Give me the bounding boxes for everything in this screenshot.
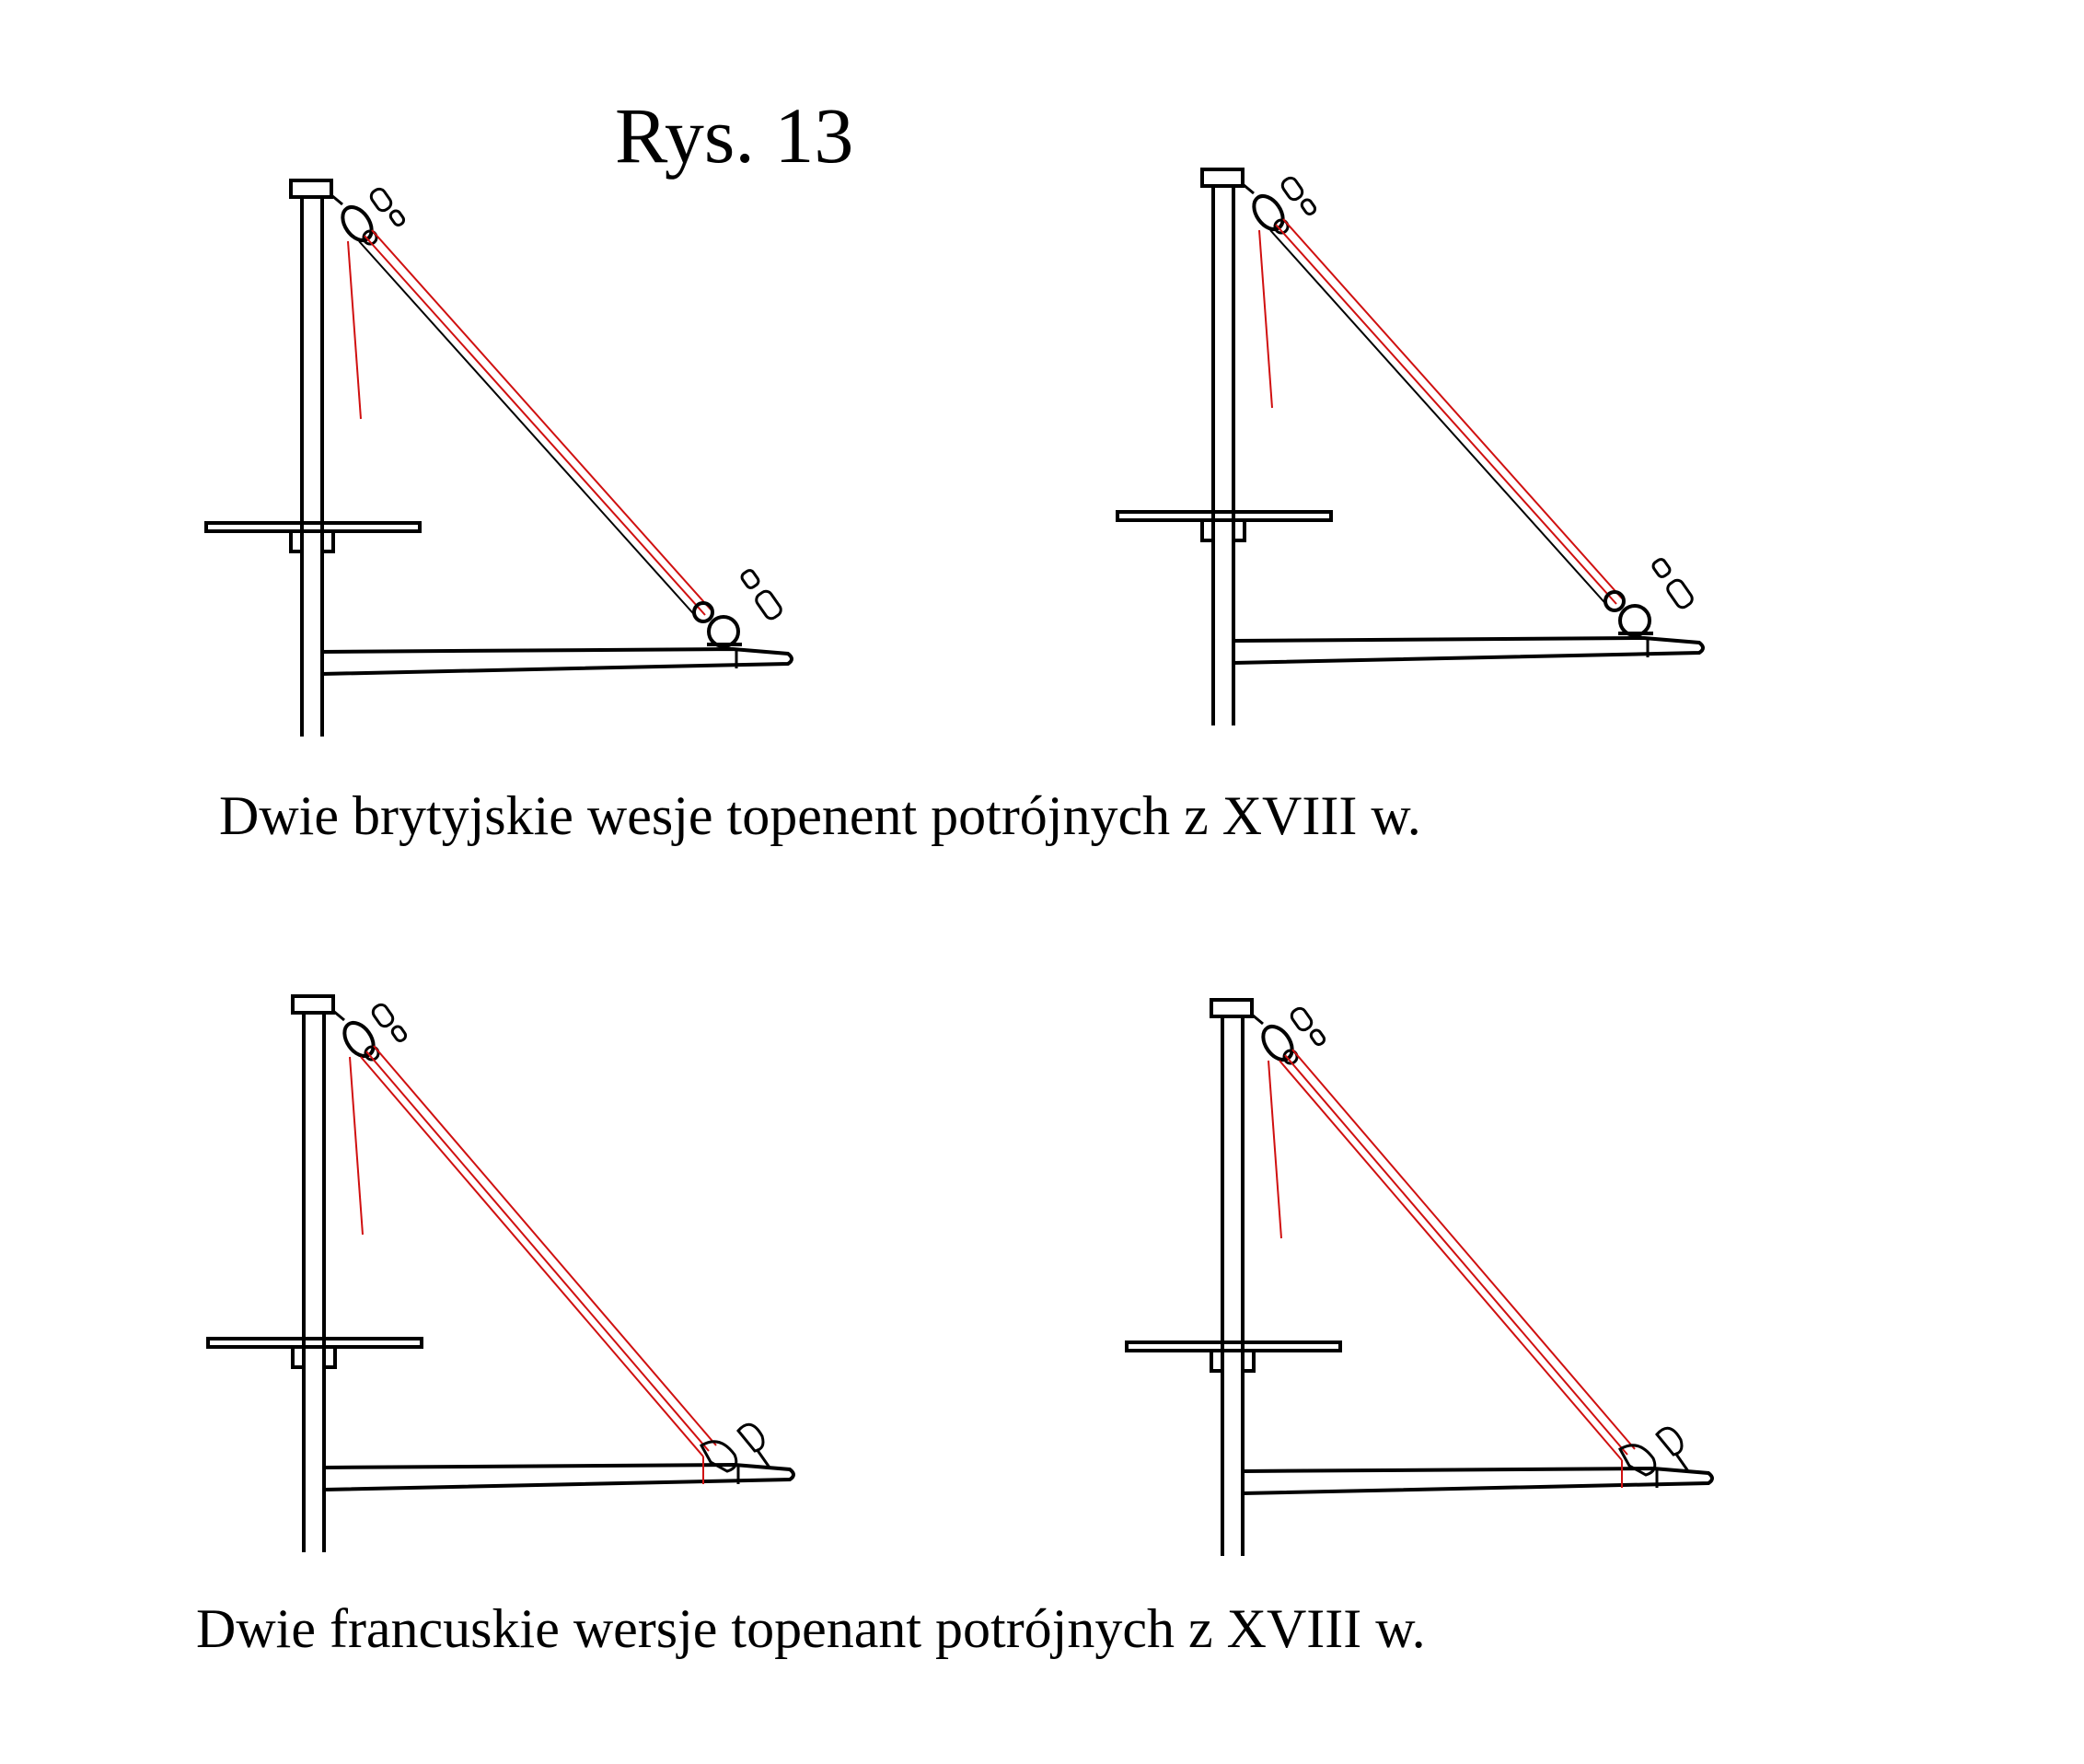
- yardarm-block-detail-small: [740, 569, 760, 589]
- shoulder-block-detail-pin: [1673, 1452, 1690, 1472]
- fall-rope: [349, 1056, 364, 1236]
- shoulder-block: [699, 1440, 738, 1473]
- fall-rope: [1268, 1060, 1282, 1239]
- yard: [1242, 1466, 1714, 1495]
- masthead-block-sheave: [1282, 1049, 1299, 1065]
- trestle-right: [322, 1345, 337, 1369]
- caption-french: Dwie francuskie wersje topenant potrójny…: [196, 1598, 1426, 1659]
- shoulder-block-detail: [736, 1422, 765, 1453]
- shoulder-block-detail-pin: [755, 1448, 771, 1468]
- yardarm-ring: [1618, 604, 1651, 637]
- topenant-panel-french-1: [206, 994, 795, 1552]
- trestle-left: [289, 529, 304, 553]
- topenant-rope: [364, 235, 706, 616]
- masthead-block: [342, 1020, 376, 1059]
- topenant-rope: [365, 1050, 710, 1452]
- masthead-block-detail-small: [1300, 198, 1317, 215]
- yardarm-block-detail: [755, 589, 782, 621]
- topenant-rope: [371, 229, 712, 610]
- mast-cap: [1210, 998, 1254, 1018]
- figure-title: Rys. 13: [615, 91, 854, 180]
- trestle-left: [1200, 518, 1215, 542]
- masthead-block-strop: [1251, 1013, 1264, 1026]
- topenant-rope: [373, 1045, 717, 1446]
- top-platform: [1125, 1340, 1342, 1352]
- yardarm-block: [1604, 590, 1626, 612]
- topenant-rope: [1284, 1054, 1628, 1456]
- fall-rope: [1258, 229, 1273, 409]
- mast-cap: [289, 179, 333, 199]
- fall-rope: [347, 240, 362, 420]
- trestle-right: [320, 529, 335, 553]
- yardarm-ring: [707, 615, 740, 648]
- caption-british: Dwie brytyjskie wesje topenent potrójnyc…: [219, 785, 1421, 846]
- trestle-left: [291, 1345, 306, 1369]
- masthead-block-strop: [1242, 182, 1255, 195]
- masthead-block-sheave: [1273, 218, 1290, 235]
- masthead-block: [1261, 1024, 1294, 1062]
- masthead-block-detail: [371, 1003, 395, 1028]
- topenant-rope: [1275, 224, 1617, 605]
- top-platform: [204, 521, 422, 533]
- trestle-right: [1241, 1349, 1256, 1373]
- masthead-block-sheave: [364, 1045, 380, 1062]
- masthead-block-detail: [1290, 1006, 1314, 1032]
- topenant-rope: [360, 1056, 704, 1457]
- mast-cap: [291, 994, 335, 1015]
- yard: [321, 646, 793, 676]
- shoulder-block-detail: [1655, 1426, 1684, 1456]
- masthead-block-strop: [332, 1009, 345, 1022]
- mast-cap: [1200, 168, 1245, 188]
- topenant-panel-french-2: [1125, 998, 1714, 1556]
- topenant-rope-black: [358, 240, 700, 621]
- topenant-panel-british-1: [204, 179, 793, 737]
- masthead-block-detail-small: [388, 209, 406, 226]
- topenant-rope-black: [1269, 229, 1612, 610]
- masthead-block: [1252, 193, 1285, 232]
- trestle-left: [1210, 1349, 1224, 1373]
- shoulder-block: [1617, 1444, 1657, 1477]
- topenant-rope: [1279, 1060, 1623, 1461]
- topenant-rope: [1291, 1049, 1636, 1450]
- topenant-rope: [1282, 218, 1623, 599]
- yard: [323, 1462, 795, 1491]
- yardarm-block-detail-small: [1651, 558, 1672, 578]
- masthead-block-strop: [330, 193, 343, 206]
- yardarm-block: [692, 601, 714, 623]
- top-platform: [206, 1337, 423, 1349]
- masthead-block-detail-small: [390, 1025, 408, 1042]
- top-platform: [1116, 510, 1333, 522]
- masthead-block-detail: [1280, 176, 1304, 202]
- masthead-block-detail-small: [1309, 1028, 1326, 1046]
- yard: [1233, 635, 1705, 665]
- masthead-block-sheave: [362, 229, 378, 246]
- yardarm-block-detail: [1666, 578, 1694, 609]
- masthead-block: [341, 204, 374, 243]
- topenant-panel-british-2: [1116, 168, 1705, 725]
- trestle-right: [1232, 518, 1246, 542]
- masthead-block-detail: [369, 187, 393, 213]
